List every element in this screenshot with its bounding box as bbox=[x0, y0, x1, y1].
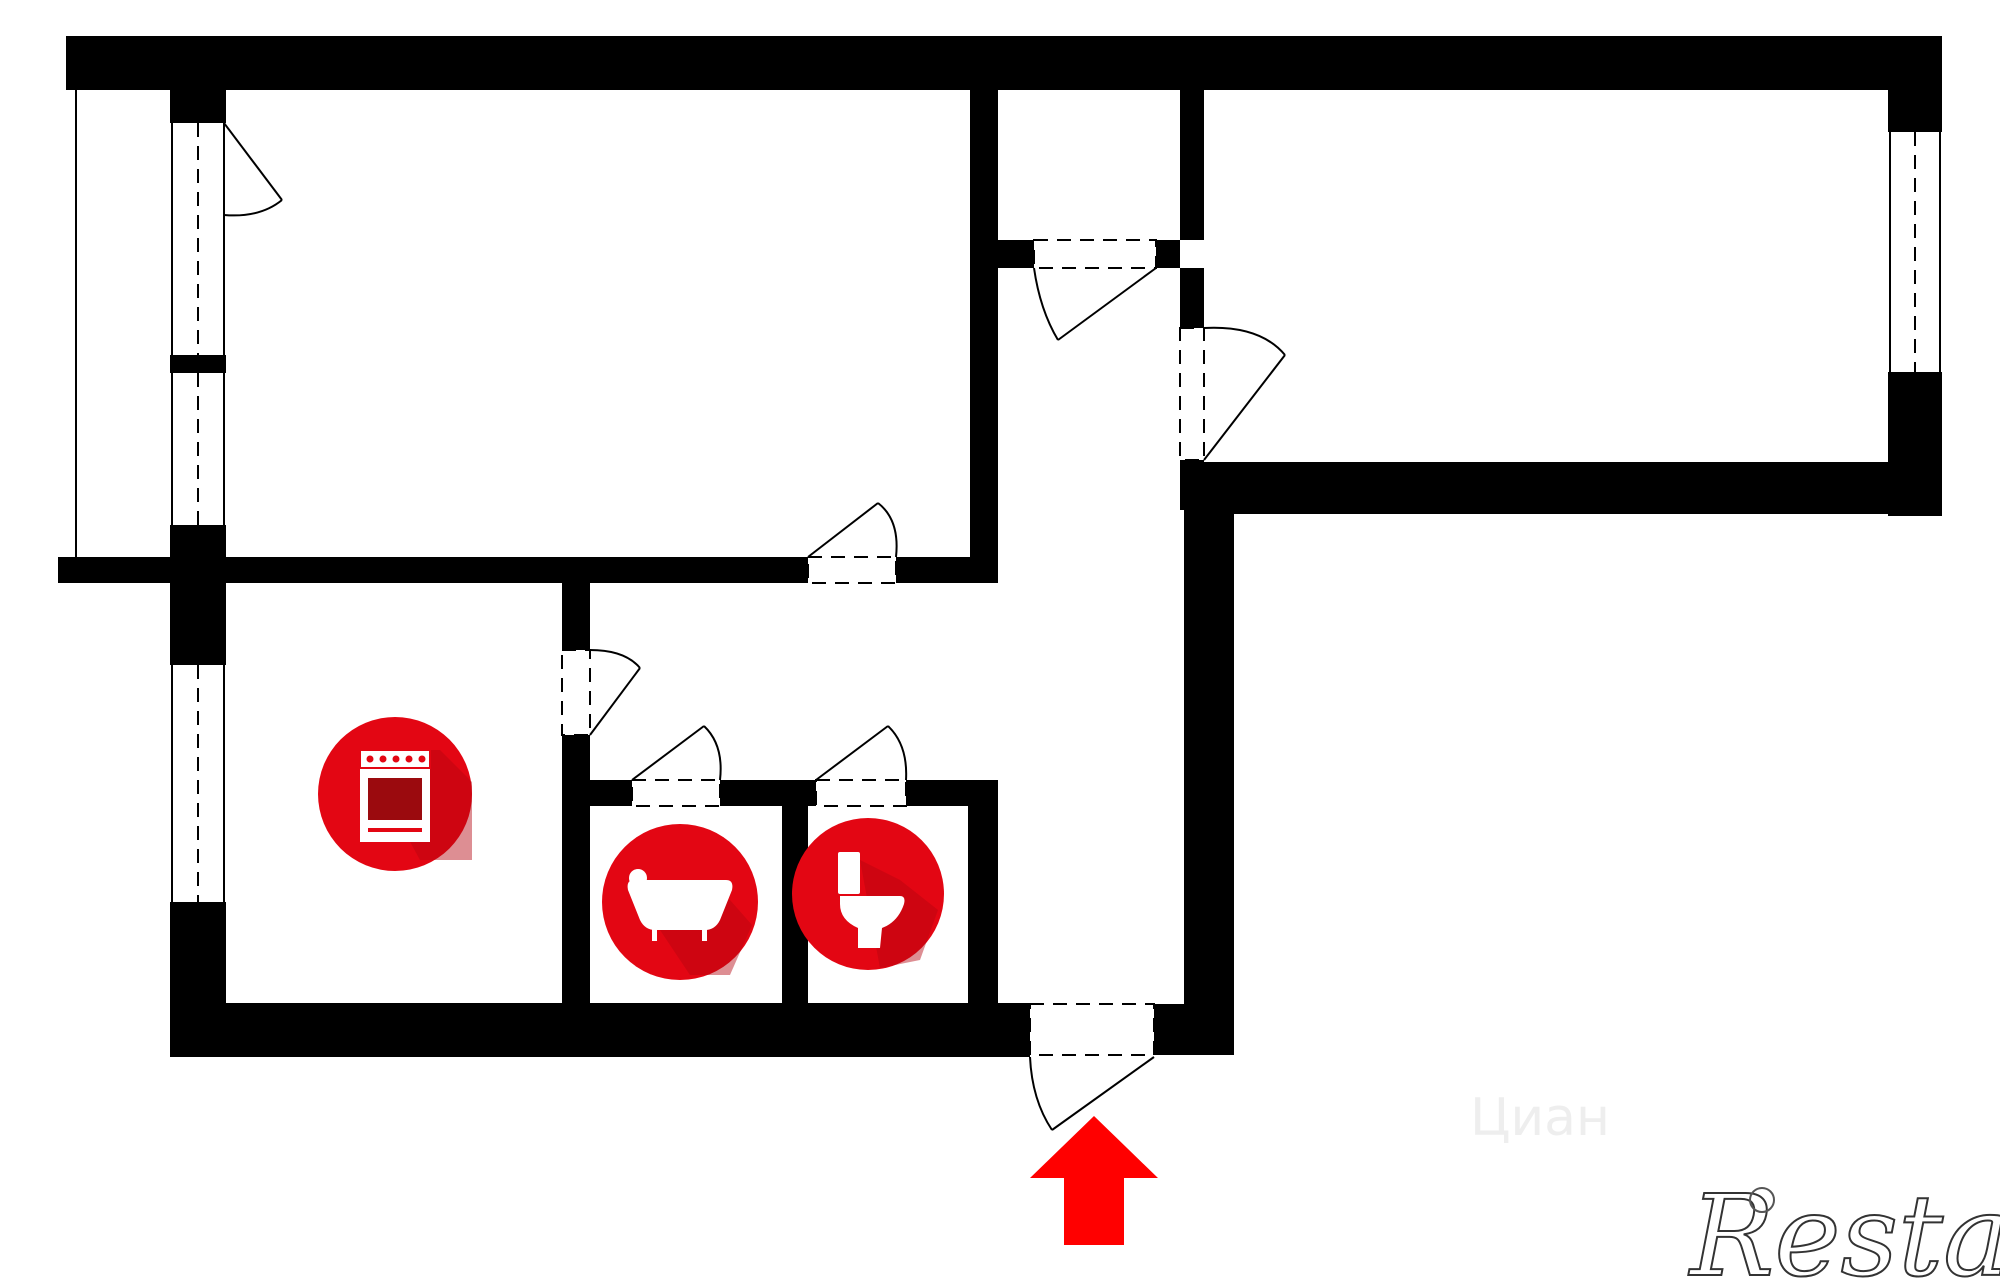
partition-small-right-mid bbox=[1180, 268, 1204, 328]
left-wall-top bbox=[170, 90, 226, 123]
right-room-bottom-wall bbox=[1184, 462, 1942, 514]
left-room-bottom-wall-b bbox=[896, 557, 998, 583]
toilet-door bbox=[815, 725, 908, 807]
brand-watermark: Restate bbox=[1688, 1172, 2000, 1288]
bathroom-door bbox=[631, 725, 722, 807]
doors bbox=[223, 122, 1286, 1131]
bath-top-wall-left bbox=[562, 780, 632, 806]
corridor-east-wall bbox=[1184, 510, 1234, 1055]
entrance-right-jamb bbox=[1154, 1004, 1234, 1055]
thin-lines bbox=[75, 90, 1941, 902]
toilet-icon bbox=[792, 818, 944, 970]
partition-left-room-east bbox=[970, 90, 998, 558]
left-window-mullion bbox=[170, 355, 226, 373]
small-room-wall-right bbox=[1156, 240, 1180, 268]
wc-east-wall bbox=[968, 780, 998, 1005]
kitchen-partition-upper bbox=[562, 583, 590, 650]
small-room-wall-left bbox=[998, 240, 1034, 268]
balcony-door bbox=[223, 122, 283, 217]
closet-door bbox=[1033, 239, 1157, 341]
walls bbox=[58, 36, 1942, 1057]
brand-watermark-swirl-icon bbox=[1749, 1187, 1775, 1213]
partition-small-right-lower bbox=[1180, 460, 1204, 510]
bottom-wall bbox=[170, 1003, 1030, 1057]
stove-icon bbox=[318, 717, 472, 871]
left-room-door bbox=[807, 502, 898, 584]
bathtub-icon bbox=[602, 824, 758, 980]
kitchen-partition-lower bbox=[562, 735, 590, 1005]
arrow-up-icon bbox=[1030, 1116, 1158, 1245]
left-wall-middle bbox=[170, 525, 226, 665]
left-room-bottom-wall-a bbox=[58, 557, 808, 583]
top-wall bbox=[66, 36, 1942, 90]
kitchen-door bbox=[561, 649, 641, 736]
partition-small-right-upper bbox=[1180, 90, 1204, 240]
right-room-door bbox=[1179, 326, 1286, 461]
entrance-door bbox=[1029, 1003, 1155, 1131]
right-wall-upper bbox=[1888, 90, 1942, 132]
faint-watermark: Циан bbox=[1470, 1088, 1610, 1148]
